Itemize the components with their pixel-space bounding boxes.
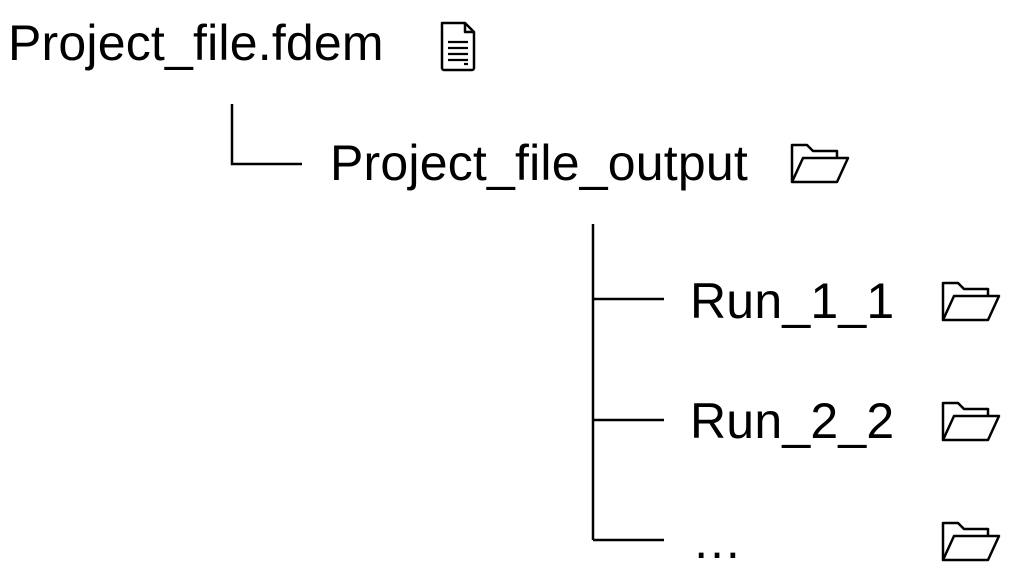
output-folder-label: Project_file_output [330,135,748,191]
folder-open-icon [940,398,1002,444]
folder-open-icon [789,140,851,186]
root-file-label: Project_file.fdem [8,15,384,71]
folder-open-icon [940,518,1002,564]
run-more-label: … [692,513,743,569]
run-2-label: Run_2_2 [690,393,895,449]
document-icon [438,20,478,72]
folder-open-icon [940,278,1002,324]
root-to-output-connector [230,104,302,166]
run-1-label: Run_1_1 [690,273,895,329]
